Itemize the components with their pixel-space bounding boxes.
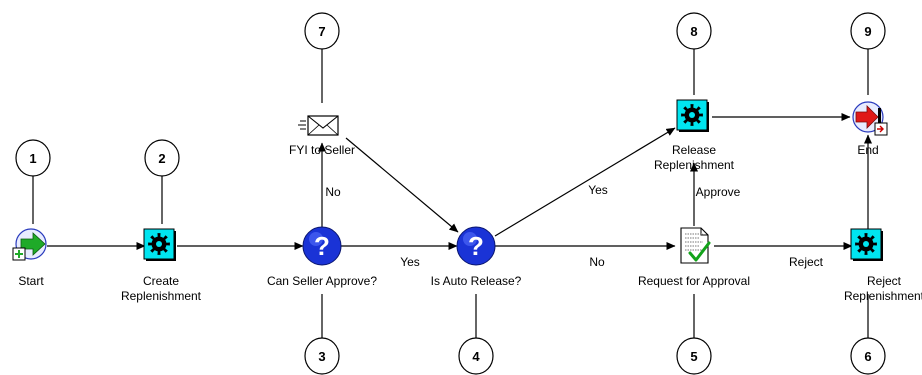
node-label-release: Release bbox=[672, 143, 716, 157]
edge-fyi-to-auto_release bbox=[345, 137, 459, 233]
callout-number-1: 1 bbox=[29, 151, 36, 166]
svg-text:?: ? bbox=[314, 231, 330, 261]
callout-circle-6 bbox=[850, 337, 886, 375]
node-label-create: Create bbox=[143, 274, 179, 288]
node-label-auto-release: Is Auto Release? bbox=[431, 274, 522, 288]
callout-circle-9 bbox=[850, 12, 886, 50]
node-auto-release-question-mark-icon[interactable]: ? bbox=[456, 226, 496, 266]
edge-label-request_approval-to-reject: Reject bbox=[789, 255, 824, 269]
node-release-gear-icon[interactable] bbox=[676, 99, 709, 132]
edge-label-auto_release-to-release: Yes bbox=[588, 183, 608, 197]
node-label-end: End bbox=[857, 143, 878, 157]
edge-label-auto_release-to-request_approval: No bbox=[589, 255, 605, 269]
callout-number-4: 4 bbox=[472, 349, 480, 364]
node-create-gear-icon[interactable] bbox=[143, 228, 176, 261]
callout-circle-5 bbox=[676, 337, 712, 375]
callout-6: 6 bbox=[850, 294, 886, 375]
callout-1: 1 bbox=[15, 139, 51, 224]
node-request-approval-approval-document-icon[interactable] bbox=[680, 227, 711, 264]
callout-9: 9 bbox=[850, 12, 886, 95]
node-label-reject: Replenishment bbox=[844, 289, 922, 303]
edge-label-seller_approve-to-auto_release: Yes bbox=[400, 255, 420, 269]
callout-circle-8 bbox=[676, 12, 712, 50]
callout-circle-1 bbox=[15, 139, 51, 177]
callout-circle-2 bbox=[144, 139, 180, 177]
node-label-request-approval: Request for Approval bbox=[638, 274, 750, 288]
node-reject-gear-icon[interactable] bbox=[850, 228, 883, 261]
callout-number-3: 3 bbox=[318, 349, 325, 364]
callout-circle-4 bbox=[458, 337, 494, 375]
callout-5: 5 bbox=[676, 294, 712, 375]
callout-4: 4 bbox=[458, 294, 494, 375]
callout-2: 2 bbox=[144, 139, 180, 224]
node-fyi-envelope-icon[interactable] bbox=[298, 115, 339, 136]
node-label-seller-approve: Can Seller Approve? bbox=[267, 274, 377, 288]
callout-circle-7 bbox=[304, 12, 340, 50]
node-label-release: Replenishment bbox=[654, 158, 735, 172]
callout-number-8: 8 bbox=[690, 24, 697, 39]
node-label-create: Replenishment bbox=[121, 289, 202, 303]
callout-7: 7 bbox=[304, 12, 340, 103]
svg-text:?: ? bbox=[468, 231, 484, 261]
node-label-start: Start bbox=[18, 274, 44, 288]
callout-circle-3 bbox=[304, 337, 340, 375]
callout-number-2: 2 bbox=[158, 151, 165, 166]
callout-number-9: 9 bbox=[864, 24, 871, 39]
edge-auto_release-to-release bbox=[494, 127, 676, 237]
node-start-start-arrow-icon[interactable] bbox=[12, 228, 47, 261]
callout-3: 3 bbox=[304, 294, 340, 375]
callout-number-7: 7 bbox=[318, 24, 325, 39]
node-label-reject: Reject bbox=[867, 274, 902, 288]
edge-label-request_approval-to-release: Approve bbox=[696, 185, 741, 199]
node-end-end-arrow-icon[interactable] bbox=[852, 101, 888, 136]
callout-number-5: 5 bbox=[690, 349, 697, 364]
node-seller-approve-question-mark-icon[interactable]: ? bbox=[302, 226, 342, 266]
node-label-fyi: FYI to Seller bbox=[289, 143, 355, 157]
callout-number-6: 6 bbox=[864, 349, 871, 364]
callout-8: 8 bbox=[676, 12, 712, 95]
edge-label-seller_approve-to-fyi: No bbox=[325, 185, 341, 199]
